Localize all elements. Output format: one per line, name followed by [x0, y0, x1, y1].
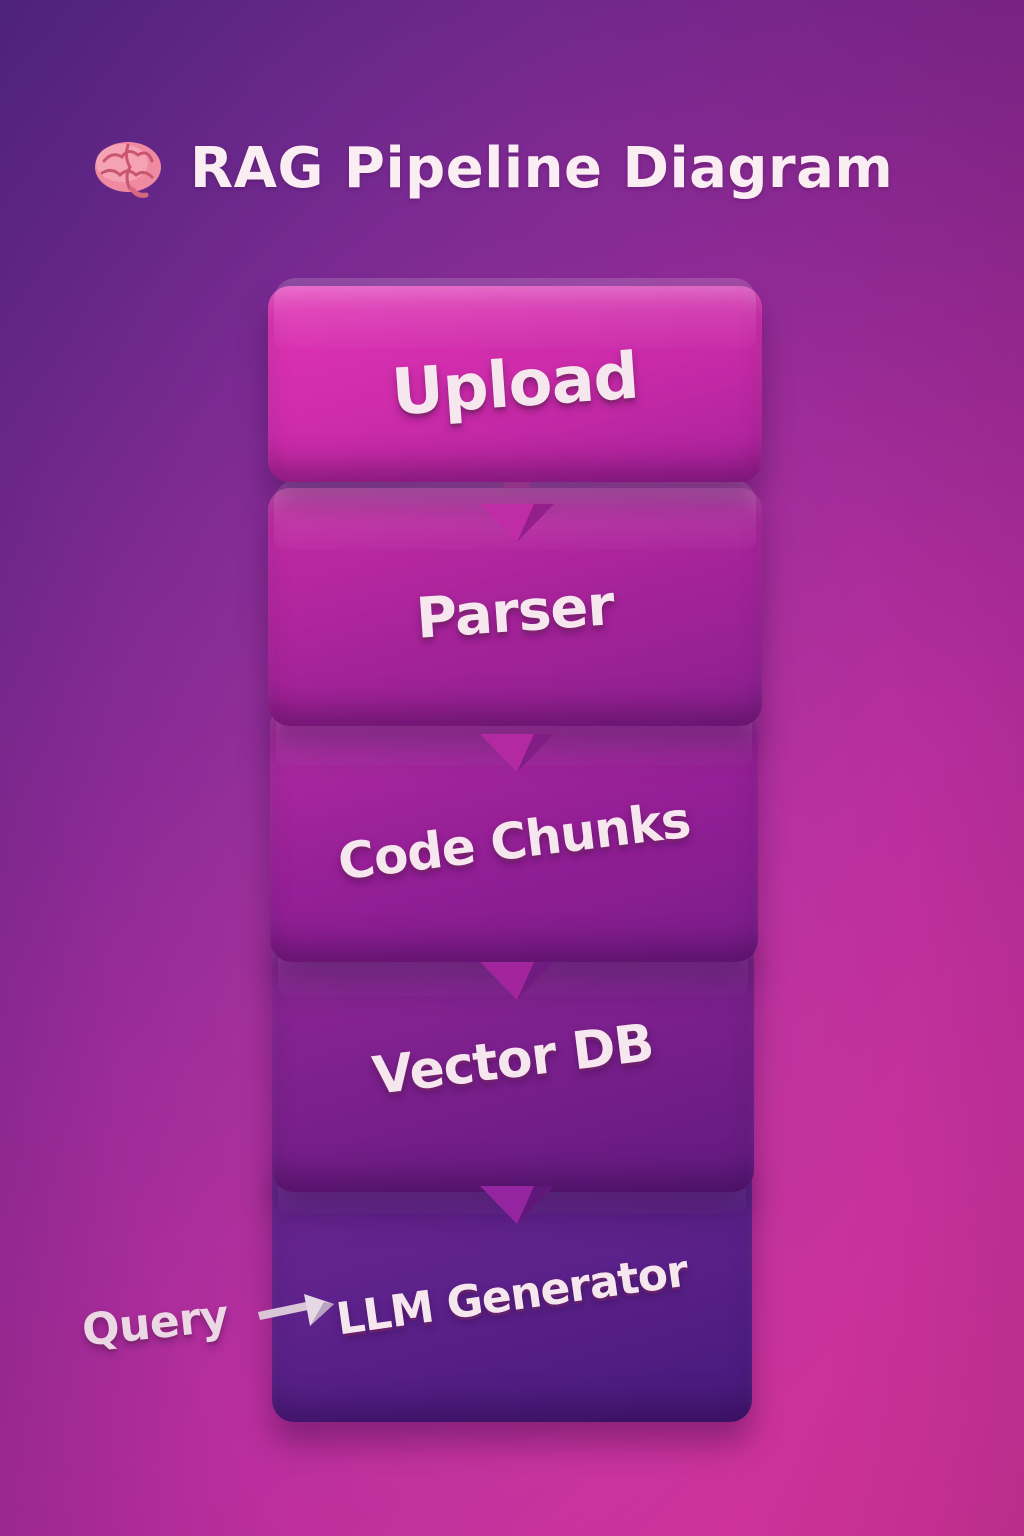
- block-body: [268, 286, 762, 482]
- arrow-head-icon: [480, 504, 554, 542]
- block-top: [274, 278, 756, 348]
- brain-icon: [95, 142, 161, 198]
- arrow-head-icon: [480, 1186, 554, 1224]
- title-text: RAG Pipeline Diagram: [190, 135, 894, 201]
- arrow-right-icon: [258, 1294, 334, 1326]
- arrow-head-icon: [480, 734, 554, 772]
- page-title: RAG Pipeline Diagram: [92, 128, 893, 208]
- stage-upload: Upload: [268, 278, 762, 482]
- arrow-head-icon: [480, 962, 554, 1000]
